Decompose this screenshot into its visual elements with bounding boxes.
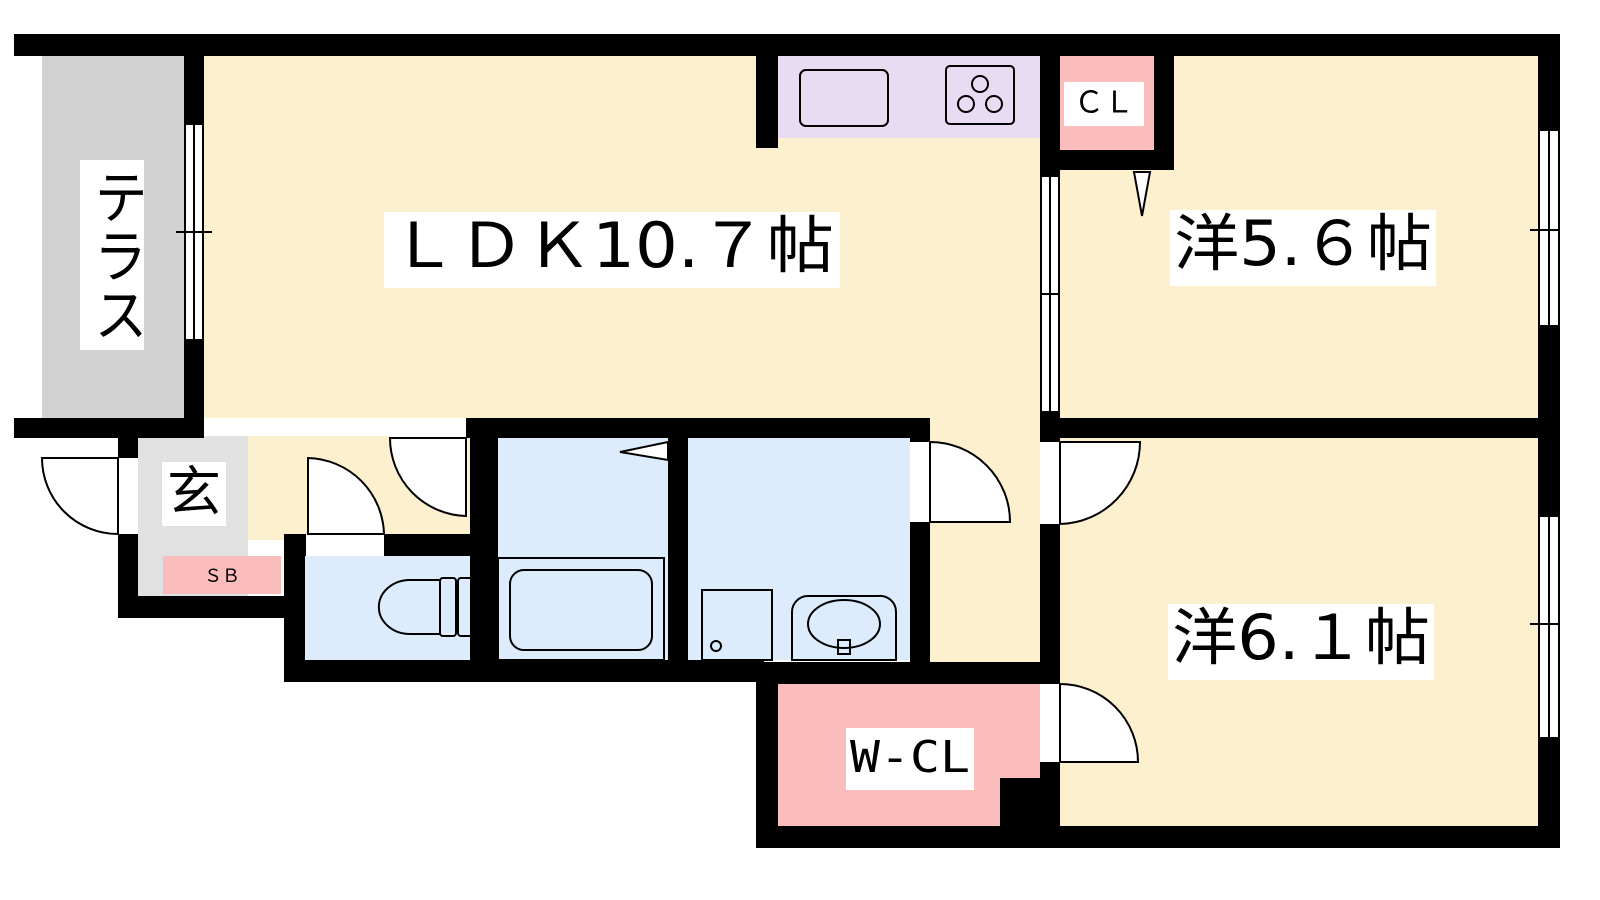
western2-label-bg [1168, 604, 1434, 680]
wic-label-bg [846, 728, 974, 790]
door-gaps [118, 418, 1060, 762]
western1-label-bg [1170, 210, 1436, 286]
ldk-label-bg [384, 212, 840, 288]
washbasin-icon [791, 594, 898, 661]
terrace-label: テラス [84, 167, 147, 343]
walk-in-closet-label: W-CL [850, 732, 970, 783]
washroom [688, 438, 910, 660]
ldk-label: ＬＤＫ10.７帖 [390, 209, 834, 282]
bathroom [498, 438, 668, 660]
terrace-label-bg [80, 160, 144, 350]
western1-label: 洋5.６帖 [1174, 207, 1432, 280]
sink-icon [799, 69, 889, 127]
shoe-box-label: ＳＢ [204, 566, 240, 587]
entrance-label: 玄 [167, 461, 221, 524]
entrance-label-bg [162, 462, 226, 526]
closet-label-bg [1064, 82, 1144, 126]
western2-label: 洋6.１帖 [1172, 601, 1430, 674]
toilet-icon [377, 577, 475, 637]
door-swings [40, 171, 1152, 763]
window-marks [176, 124, 1560, 738]
toilet-room [305, 556, 475, 660]
stove-icon [945, 65, 1015, 125]
closet-label: ＣＬ [1074, 86, 1134, 121]
bathtub-icon [497, 557, 665, 661]
shoe-box [163, 556, 281, 594]
washing-machine-icon [701, 589, 773, 661]
